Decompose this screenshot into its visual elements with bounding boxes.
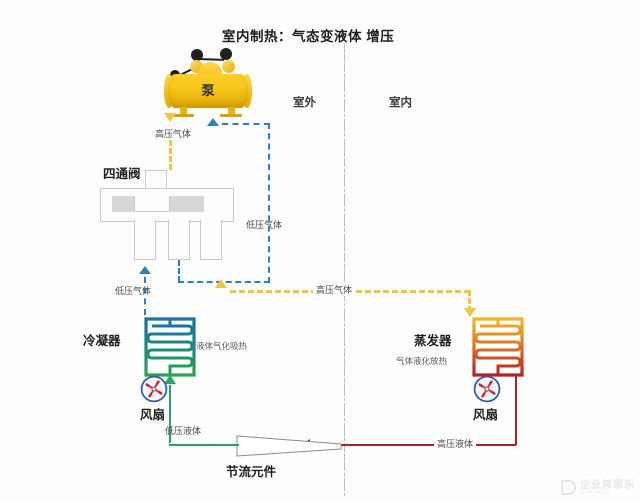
four-way-valve[interactable] xyxy=(100,170,234,262)
label-low-pressure-gas-left: 低压气体 xyxy=(115,286,152,296)
arrow-into-pump xyxy=(207,118,219,126)
pipe-valve-port2-down xyxy=(178,260,180,282)
pump-bulb-right xyxy=(222,60,235,73)
pump-foot-right xyxy=(228,107,235,116)
condenser-coil[interactable] xyxy=(140,317,200,379)
arrow-into-evaporator xyxy=(464,308,476,317)
evaporator-coil[interactable] xyxy=(468,317,528,379)
pipe-suction-vertical xyxy=(268,123,270,283)
valve-top-port xyxy=(145,170,167,190)
pump-base-left xyxy=(172,114,194,117)
zone-label-outdoor: 室外 xyxy=(293,97,316,109)
pump-foot-left xyxy=(180,107,187,116)
label-condenser: 冷凝器 xyxy=(83,334,121,348)
pump-base-right xyxy=(220,114,242,117)
pipe-pump-to-valve xyxy=(169,140,172,170)
arrow-valve-port3-up xyxy=(215,279,227,288)
label-high-pressure-gas-pump: 高压气体 xyxy=(155,129,192,139)
note-evaporator: 气体液化放热 xyxy=(396,356,448,366)
pipe-condenser-to-valve xyxy=(144,277,146,315)
label-four-way-valve: 四通阀 xyxy=(103,167,141,181)
valve-port-3 xyxy=(200,220,222,260)
pump-cylinder xyxy=(168,74,248,108)
valve-slider-notch xyxy=(134,196,170,212)
pipe-evaporator-drop xyxy=(515,375,517,445)
pipe-low-pressure-liquid xyxy=(169,444,239,446)
arrow-pump-discharge xyxy=(164,113,176,122)
pipe-suction-to-pump-horizontal xyxy=(222,123,270,125)
indoor-outdoor-divider xyxy=(344,44,345,496)
compressor-pump[interactable]: 泵 xyxy=(162,48,254,118)
arrow-into-condenser xyxy=(164,375,176,384)
valve-port-1 xyxy=(134,220,156,260)
watermark-logo-icon xyxy=(561,480,576,496)
indoor-fan-icon[interactable] xyxy=(473,375,501,403)
label-low-pressure-liquid: 低压液体 xyxy=(165,426,202,436)
outdoor-fan-icon[interactable] xyxy=(140,375,168,403)
arrow-into-valve-port1 xyxy=(139,266,151,274)
label-evaporator: 蒸发器 xyxy=(414,334,452,348)
watermark-text: 企业邦思乐 xyxy=(580,479,635,491)
pipe-liquid-to-condenser xyxy=(169,385,171,443)
label-high-pressure-gas-mid: 高压气体 xyxy=(313,283,356,296)
pipe-high-pressure-gas-drop xyxy=(468,290,471,312)
zone-label-indoor: 室内 xyxy=(389,97,412,109)
label-outdoor-fan: 风扇 xyxy=(140,408,166,422)
note-condenser: 液体气化吸热 xyxy=(196,341,248,351)
watermark-subtext: QIYEBANG xyxy=(580,489,611,496)
pump-label: 泵 xyxy=(201,83,215,98)
pump-knob-mid xyxy=(191,49,203,61)
label-throttling-element: 节流元件 xyxy=(226,465,277,479)
label-low-pressure-gas-valve: 低压气体 xyxy=(246,220,283,230)
throttling-element[interactable] xyxy=(236,435,342,457)
pump-knob-right xyxy=(220,48,232,60)
label-high-pressure-liquid: 高压液体 xyxy=(434,437,477,450)
valve-port-2 xyxy=(168,220,190,260)
label-indoor-fan: 风扇 xyxy=(473,408,499,422)
diagram-title: 室内制热：气态变液体 增压 xyxy=(222,29,395,44)
pipe-high-pressure-liquid-indoor xyxy=(344,444,516,446)
watermark: 企业邦思乐 QIYEBANG xyxy=(561,480,635,497)
